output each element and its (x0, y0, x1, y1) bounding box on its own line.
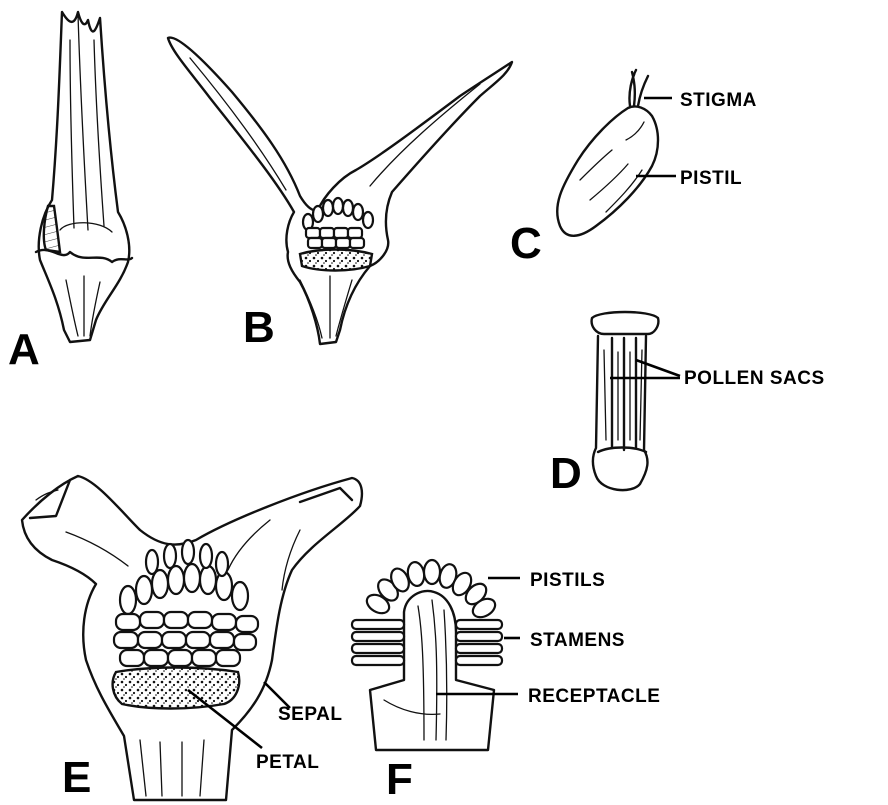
panel-c-letter: C (510, 219, 542, 268)
label-sepal: SEPAL (278, 704, 342, 725)
label-pistils: PISTILS (530, 570, 605, 591)
panel-d-letter: D (550, 449, 582, 498)
label-petal: PETAL (256, 752, 319, 773)
panel-b-pistils (303, 198, 373, 230)
panel-b-opened-flower (168, 38, 512, 344)
panel-f-letter: F (386, 755, 413, 804)
panel-e-pistils (120, 540, 248, 614)
panel-d-stamen (592, 312, 680, 490)
panel-a-letter: A (8, 325, 40, 374)
label-pollen-sacs: POLLEN SACS (684, 368, 825, 389)
panel-c-pistil (557, 70, 676, 236)
label-pistil: PISTIL (680, 168, 742, 189)
panel-b-stamens (306, 228, 364, 248)
panel-b-letter: B (243, 303, 275, 352)
panel-e-letter: E (62, 753, 91, 802)
panel-e-stamens (114, 612, 258, 666)
panel-f-flower-diagram (352, 560, 520, 750)
panel-a-flower-bud (36, 12, 132, 342)
label-stamens: STAMENS (530, 630, 625, 651)
label-receptacle: RECEPTACLE (528, 686, 660, 707)
panel-f-stamens (352, 620, 502, 665)
label-stigma: STIGMA (680, 90, 757, 111)
